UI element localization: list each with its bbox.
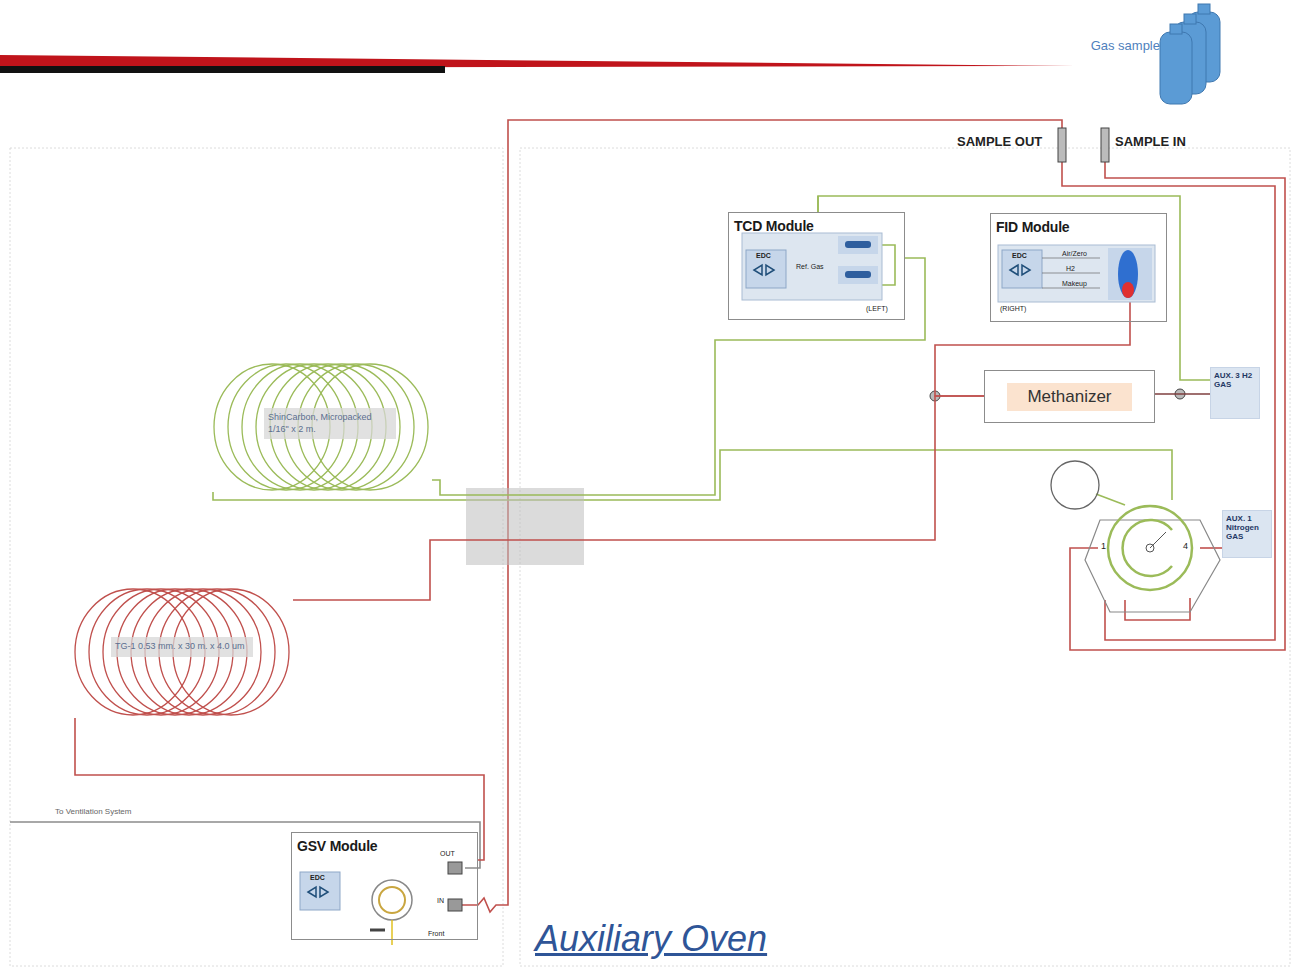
column-label: ShinCarbon, Micropacked 1/16" x 2 m. bbox=[264, 408, 396, 439]
node-text: Methanizer bbox=[1007, 383, 1131, 411]
tubing-line bbox=[293, 396, 984, 600]
methanizer-box: Methanizer bbox=[984, 370, 1155, 423]
tubing-line bbox=[432, 258, 925, 495]
gsv-internals bbox=[300, 862, 462, 945]
node-text: FID Module bbox=[996, 219, 1161, 235]
edc-label: EDC bbox=[310, 874, 325, 881]
aux-gas-box: AUX. 3 H2 GAS bbox=[1210, 367, 1260, 419]
fittings bbox=[930, 128, 1185, 401]
tcd-internals bbox=[742, 233, 882, 300]
bulkhead bbox=[466, 488, 584, 565]
port-label: Front bbox=[428, 930, 444, 937]
rotary-valve bbox=[1051, 461, 1220, 612]
gas-name: Air/Zero bbox=[1062, 250, 1087, 257]
gas-sample-label: Gas sample bbox=[1090, 36, 1160, 80]
oven-panel bbox=[520, 148, 1290, 966]
side-label: (RIGHT) bbox=[1000, 305, 1026, 312]
node-text: AUX. 3 H2 GAS bbox=[1214, 371, 1256, 389]
node-text: AUX. 1 Nitrogen GAS bbox=[1226, 514, 1268, 542]
fid-internals bbox=[998, 245, 1155, 302]
edc-label: EDC bbox=[756, 252, 771, 259]
port-label: SAMPLE IN bbox=[1115, 134, 1186, 149]
port-label: IN bbox=[437, 897, 444, 904]
gsv-module: GSV Module bbox=[291, 832, 478, 940]
aux-gas-box: AUX. 1 Nitrogen GAS bbox=[1222, 510, 1272, 558]
node-text: TCD Module bbox=[734, 218, 899, 234]
tubing-line bbox=[75, 718, 484, 860]
column-coil: ShinCarbon, Micropacked 1/16" x 2 m. bbox=[212, 362, 432, 494]
gas-cylinders bbox=[1160, 4, 1220, 104]
port-label: OUT bbox=[440, 850, 455, 857]
header-bar bbox=[0, 66, 445, 73]
column-coils bbox=[75, 364, 428, 715]
port-number: 4 bbox=[1183, 541, 1188, 551]
node-text: Gas sample bbox=[1090, 36, 1160, 56]
gas-name: H2 bbox=[1066, 265, 1075, 272]
port-label: SAMPLE OUT bbox=[957, 134, 1042, 149]
oven-panel bbox=[10, 148, 503, 966]
port-number: 1 bbox=[1101, 541, 1106, 551]
tubing-line bbox=[818, 196, 1210, 380]
gas-name: Makeup bbox=[1062, 280, 1087, 287]
tubing-line bbox=[1155, 393, 1210, 395]
signal-name: Ref. Gas bbox=[796, 263, 824, 270]
column-label: TG-1 0.53 mm. x 30 m. x 4.0 um bbox=[111, 637, 253, 657]
tubing bbox=[10, 120, 1285, 912]
edc-label: EDC bbox=[1012, 252, 1027, 259]
column-coil: TG-1 0.53 mm. x 30 m. x 4.0 um bbox=[73, 587, 293, 718]
side-label: (LEFT) bbox=[866, 305, 888, 312]
vent-note: To Ventilation System bbox=[55, 807, 131, 816]
oven-caption: Auxiliary Oven bbox=[535, 918, 767, 960]
